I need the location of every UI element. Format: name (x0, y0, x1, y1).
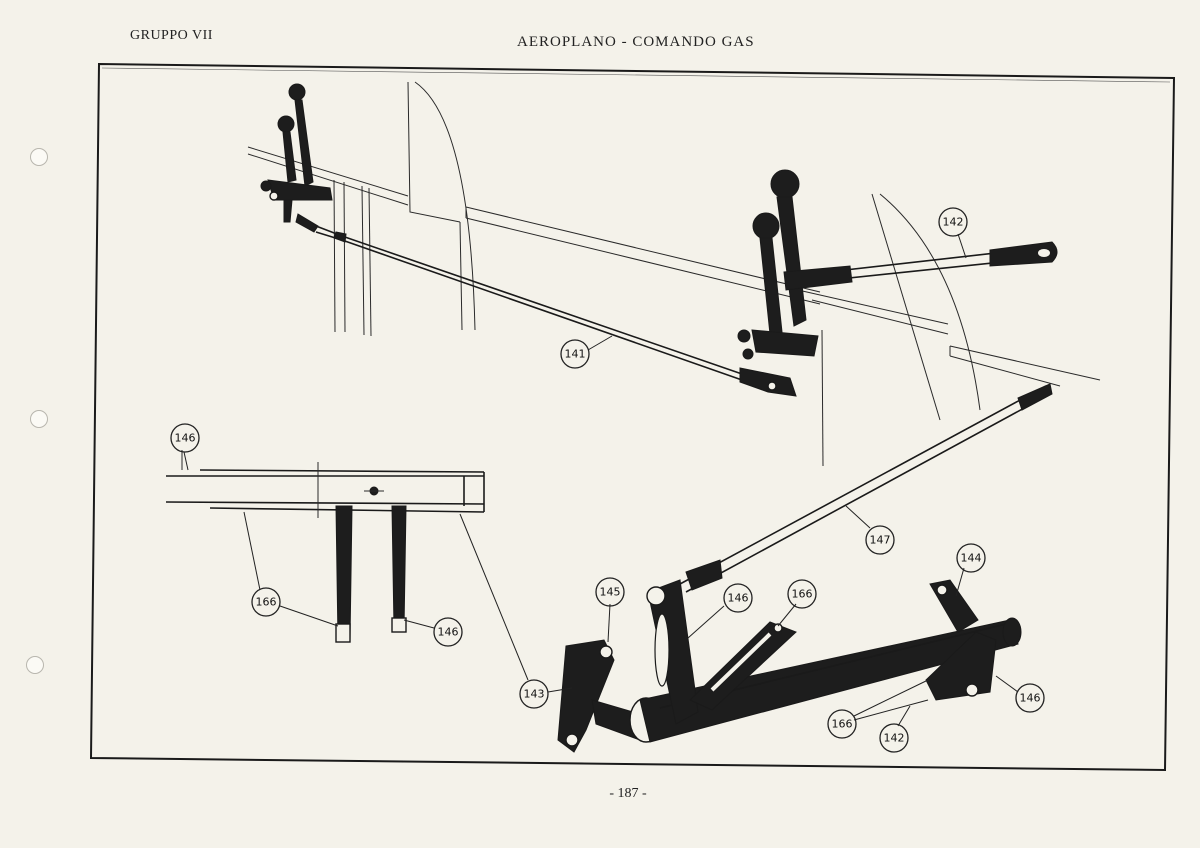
svg-text:166: 166 (256, 596, 277, 609)
svg-text:143: 143 (524, 688, 545, 701)
svg-text:142: 142 (884, 732, 905, 745)
callout-142-low: 142 (879, 723, 909, 753)
svg-text:147: 147 (870, 534, 891, 547)
punch-hole (30, 148, 48, 166)
callout-146-mid: 146 (723, 583, 753, 613)
svg-text:146: 146 (438, 626, 459, 639)
svg-text:146: 146 (175, 432, 196, 445)
punch-hole (26, 656, 44, 674)
drawing-frame (89, 62, 1176, 772)
group-label: GRUPPO VII (130, 28, 213, 43)
page-number: - 187 - (609, 786, 647, 801)
callout-145: 145 (595, 577, 625, 607)
callout-144: 144 (956, 543, 986, 573)
svg-text:141: 141 (565, 348, 586, 361)
control-rod-147 (679, 383, 1053, 593)
callout-146-right: 146 (1015, 683, 1045, 713)
callout-142-top: 142 (938, 207, 968, 237)
svg-text:145: 145 (600, 586, 621, 599)
svg-text:166: 166 (832, 718, 853, 731)
svg-text:144: 144 (961, 552, 982, 565)
center-throttle-levers (737, 169, 819, 397)
section-view (165, 450, 485, 643)
callout-166-mid: 166 (787, 579, 817, 609)
callout-143: 143 (519, 679, 549, 709)
svg-text:142: 142 (943, 216, 964, 229)
page-header: GRUPPO VII AEROPLANO - COMANDO GAS (0, 26, 1200, 56)
svg-text:166: 166 (792, 588, 813, 601)
svg-text:146: 146 (728, 592, 749, 605)
callout-146-section-lower: 146 (433, 617, 463, 647)
punch-hole (30, 410, 48, 428)
page-title: AEROPLANO - COMANDO GAS (517, 34, 755, 50)
lower-throttle-assembly (557, 579, 1022, 753)
callout-141: 141 (560, 339, 590, 369)
callout-146-section: 146 (170, 423, 200, 453)
callout-166-low: 166 (827, 709, 857, 739)
callout-147: 147 (865, 525, 895, 555)
control-rod-142-upper (783, 241, 1058, 291)
upper-throttle-levers (260, 83, 333, 233)
control-rod-141 (315, 225, 743, 381)
callout-166-section: 166 (251, 587, 281, 617)
fuselage-structure (247, 81, 1101, 467)
leader-lines (183, 233, 1019, 727)
svg-text:146: 146 (1020, 692, 1041, 705)
